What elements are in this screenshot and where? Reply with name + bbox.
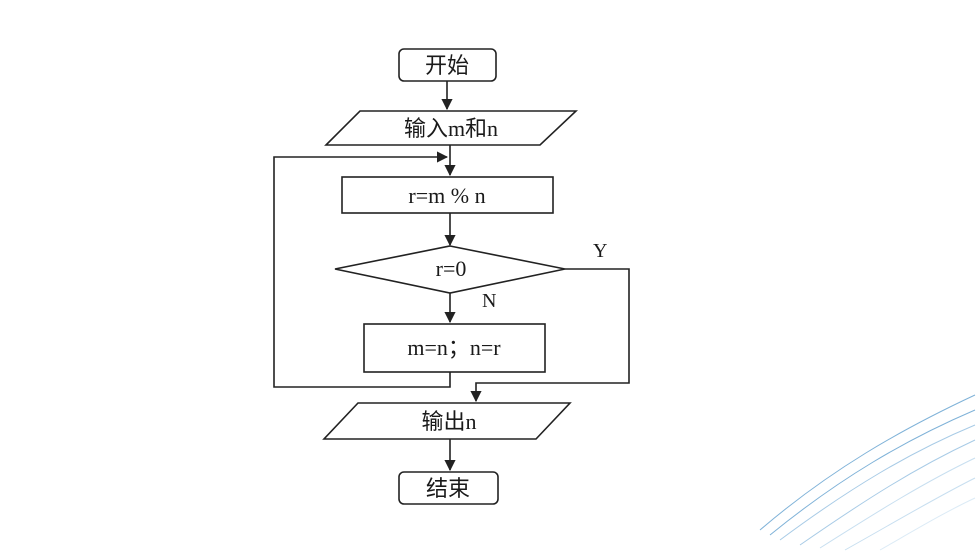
decorative-swoosh xyxy=(759,394,976,551)
swap-label: m=n；n=r xyxy=(407,335,501,360)
yes-label: Y xyxy=(593,240,607,262)
input-label: 输入m和n xyxy=(404,116,498,141)
connectors xyxy=(273,81,630,472)
no-label: N xyxy=(482,290,496,312)
condition-node: r=0 xyxy=(334,245,566,294)
output-label: 输出n xyxy=(421,409,476,434)
compute-node: r=m % n xyxy=(341,176,554,214)
start-label: 开始 xyxy=(425,53,469,78)
end-label: 结束 xyxy=(426,476,470,501)
swap-node: m=n；n=r xyxy=(363,323,546,373)
start-node: 开始 xyxy=(398,48,497,82)
end-node: 结束 xyxy=(398,471,499,505)
condition-label: r=0 xyxy=(436,256,467,281)
compute-label: r=m % n xyxy=(408,183,485,208)
output-node: 输出n xyxy=(322,402,572,440)
input-node: 输入m和n xyxy=(324,110,579,146)
loop-back-line xyxy=(273,151,451,388)
yes-branch-line xyxy=(470,268,630,403)
